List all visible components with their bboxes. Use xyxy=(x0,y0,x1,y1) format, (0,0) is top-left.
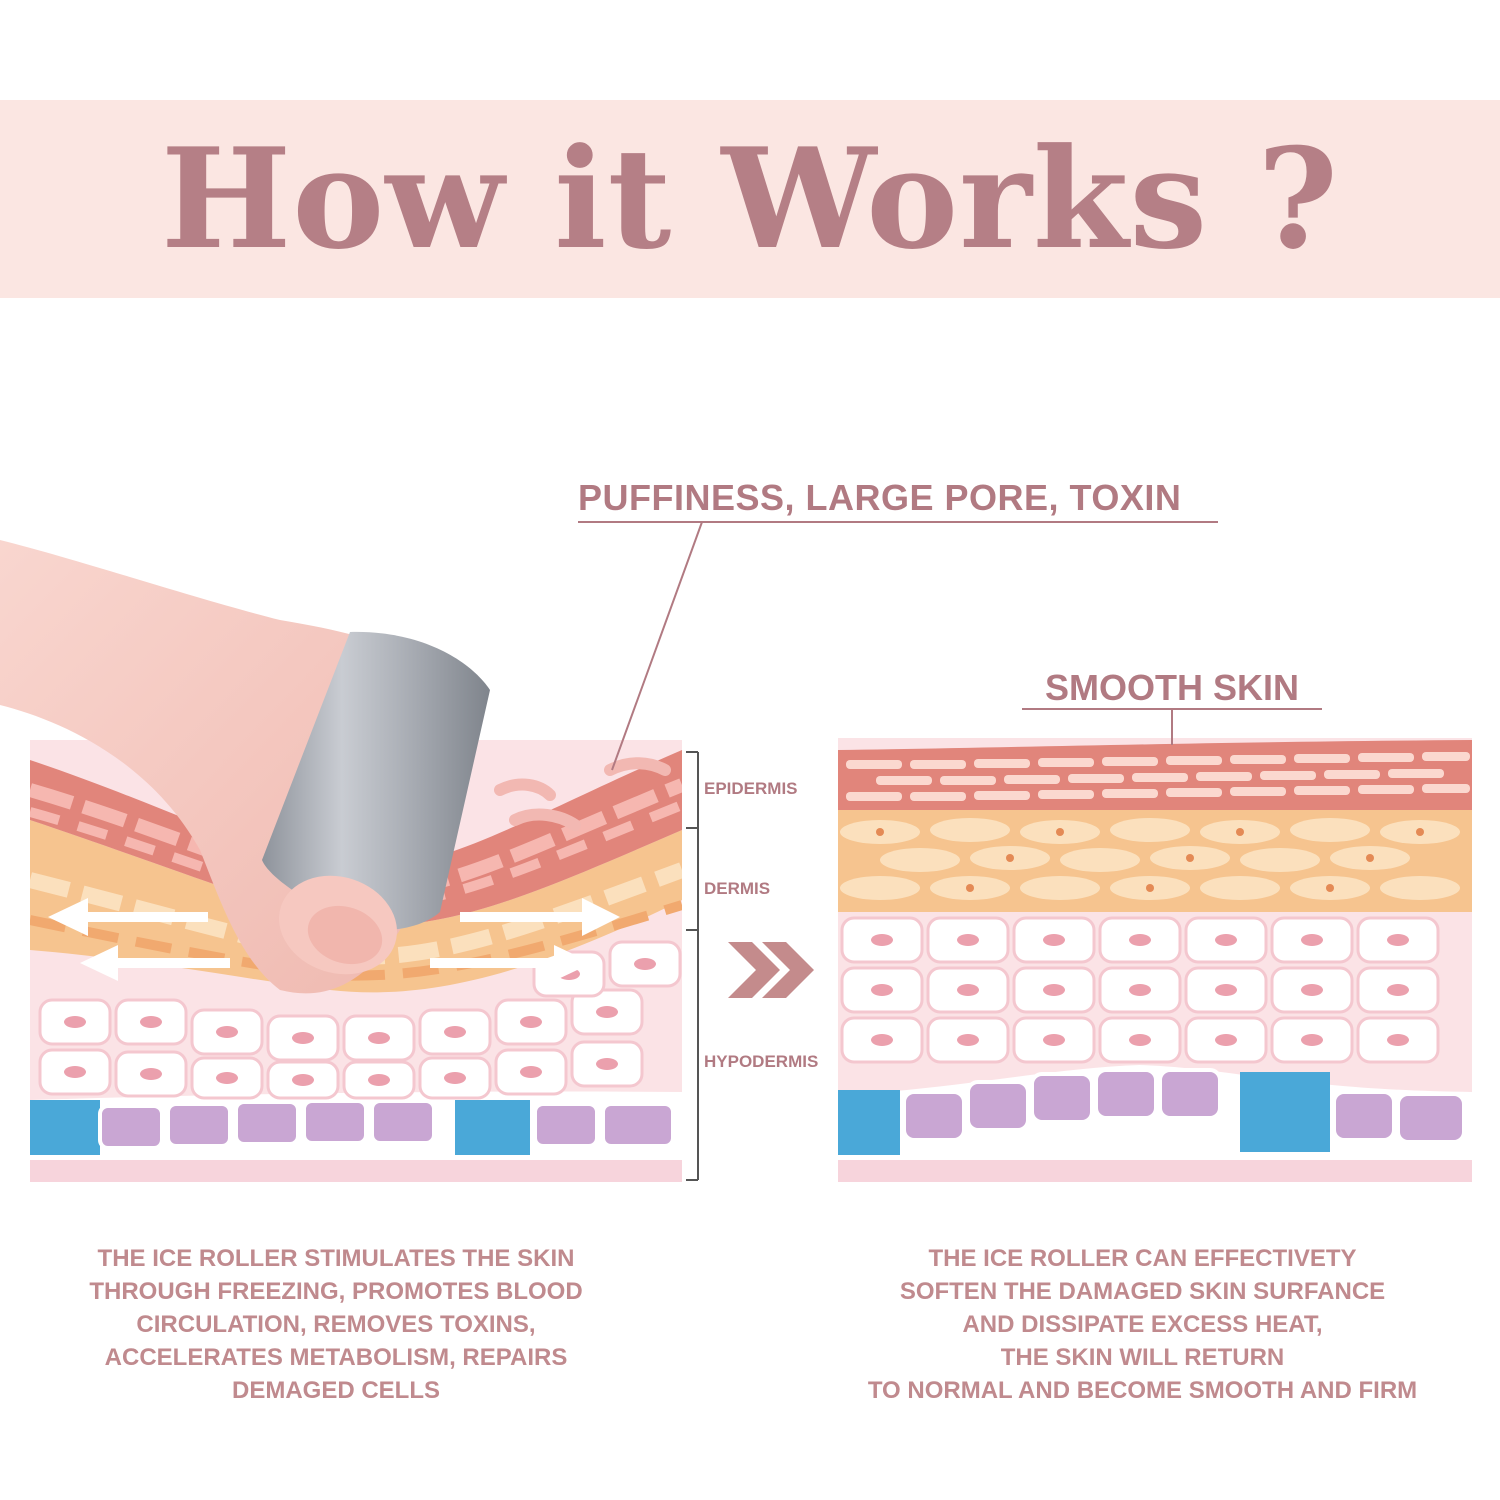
layer-label-hypodermis: HYPODERMIS xyxy=(704,1052,819,1071)
caption-right-line: TO NORMAL AND BECOME SMOOTH AND FIRM xyxy=(867,1377,1418,1404)
caption-right-line: AND DISSIPATE EXCESS HEAT, xyxy=(962,1311,1323,1338)
caption-left: THE ICE ROLLER STIMULATES THE SKIN THROU… xyxy=(30,1242,642,1407)
caption-left-line: THROUGH FREEZING, PROMOTES BLOOD xyxy=(89,1278,583,1305)
callout-pointer xyxy=(611,521,703,771)
caption-left-line: CIRCULATION, REMOVES TOXINS, xyxy=(136,1311,536,1338)
caption-left-line: THE ICE ROLLER STIMULATES THE SKIN xyxy=(97,1245,575,1272)
double-chevron-icon xyxy=(728,942,814,998)
title-banner xyxy=(0,100,1500,298)
layer-bracket xyxy=(686,751,699,1181)
caption-right-line: THE ICE ROLLER CAN EFFECTIVETY xyxy=(928,1245,1357,1272)
after-callout-label: SMOOTH SKIN xyxy=(1044,667,1299,708)
skin-after xyxy=(838,738,1472,1182)
caption-right-line: SOFTEN THE DAMAGED SKIN SURFANCE xyxy=(899,1278,1386,1305)
layer-label-epidermis: EPIDERMIS xyxy=(704,779,798,798)
spread-arrows xyxy=(48,898,620,981)
caption-right-line: THE SKIN WILL RETURN xyxy=(1000,1344,1285,1371)
layer-label-dermis: DERMIS xyxy=(704,879,771,898)
before-callout-label: PUFFINESS, LARGE PORE, TOXIN xyxy=(578,477,1182,518)
page-title: How it Works ? xyxy=(160,117,1340,280)
caption-right: THE ICE ROLLER CAN EFFECTIVETY SOFTEN TH… xyxy=(820,1242,1465,1407)
caption-left-line: ACCELERATES METABOLISM, REPAIRS xyxy=(104,1344,568,1371)
ice-roller xyxy=(0,540,490,994)
caption-left-line: DEMAGED CELLS xyxy=(231,1377,440,1404)
